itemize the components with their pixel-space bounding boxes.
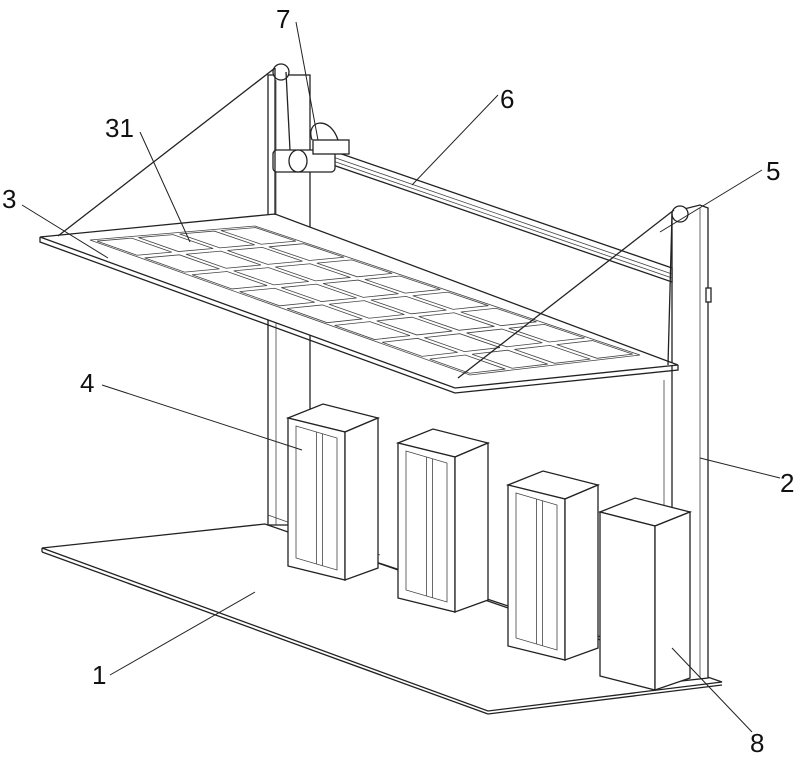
panel-cell [334,321,411,340]
svg-text:7: 7 [276,4,290,34]
panel-cell [412,291,489,310]
battery-box [597,497,693,691]
svg-text:2: 2 [780,468,794,498]
panel-cell [287,304,363,324]
panel-cell [239,287,315,307]
svg-text:1: 1 [92,660,106,690]
panel-cell [364,275,441,294]
panel-cell [418,312,495,331]
panel-cell [471,349,548,369]
label-3: 3 [2,184,109,259]
label-2: 2 [699,457,794,498]
cabinet-door [405,450,448,603]
label-7: 7 [276,4,319,141]
label-8: 8 [671,647,764,758]
panel-cell [316,259,393,278]
svg-text:3: 3 [2,184,16,214]
panel-cell [138,234,214,252]
svg-text:31: 31 [105,113,134,143]
panel-cell [144,254,220,273]
panel-cells [96,227,633,374]
panel-cell [424,333,501,353]
svg-text:5: 5 [766,156,780,186]
panel-cell [466,328,543,348]
panel-cell [96,237,172,256]
panel-cell [382,337,458,357]
panel-cell [429,354,506,374]
panel-cell [460,307,537,327]
svg-text:8: 8 [750,728,764,758]
label-31: 31 [105,113,191,243]
label-1: 1 [92,591,256,690]
pulley-left [272,63,290,81]
panel-cell [191,271,268,290]
solar-panel [39,213,679,394]
cabinet [285,403,381,581]
panel-cell [508,324,585,343]
cabinet [505,470,601,661]
panel-cell [220,227,297,245]
cable-left [57,67,276,237]
base-plate [41,523,723,712]
panel-cell [268,243,345,261]
panel-cell [328,300,405,319]
panel-cell [227,247,303,265]
motor [272,122,350,173]
svg-text:4: 4 [80,368,94,398]
svg-text:6: 6 [500,84,514,114]
panel-cell [179,230,255,249]
cabinet-door [515,492,558,651]
panel-cell [281,283,357,302]
panel-cell [185,250,262,269]
panel-cell [233,267,309,286]
cable-right [457,209,675,379]
panel-cell [376,316,453,336]
label-6: 6 [411,84,514,186]
panel-cell [370,295,447,315]
panel-cell [556,340,633,359]
panel-cell [514,344,591,364]
panel-cell [322,279,399,298]
cabinet-door [295,425,338,571]
cabinet [395,428,491,613]
label-4: 4 [80,368,303,451]
label-5: 5 [659,156,780,233]
panel-cell [275,263,351,282]
